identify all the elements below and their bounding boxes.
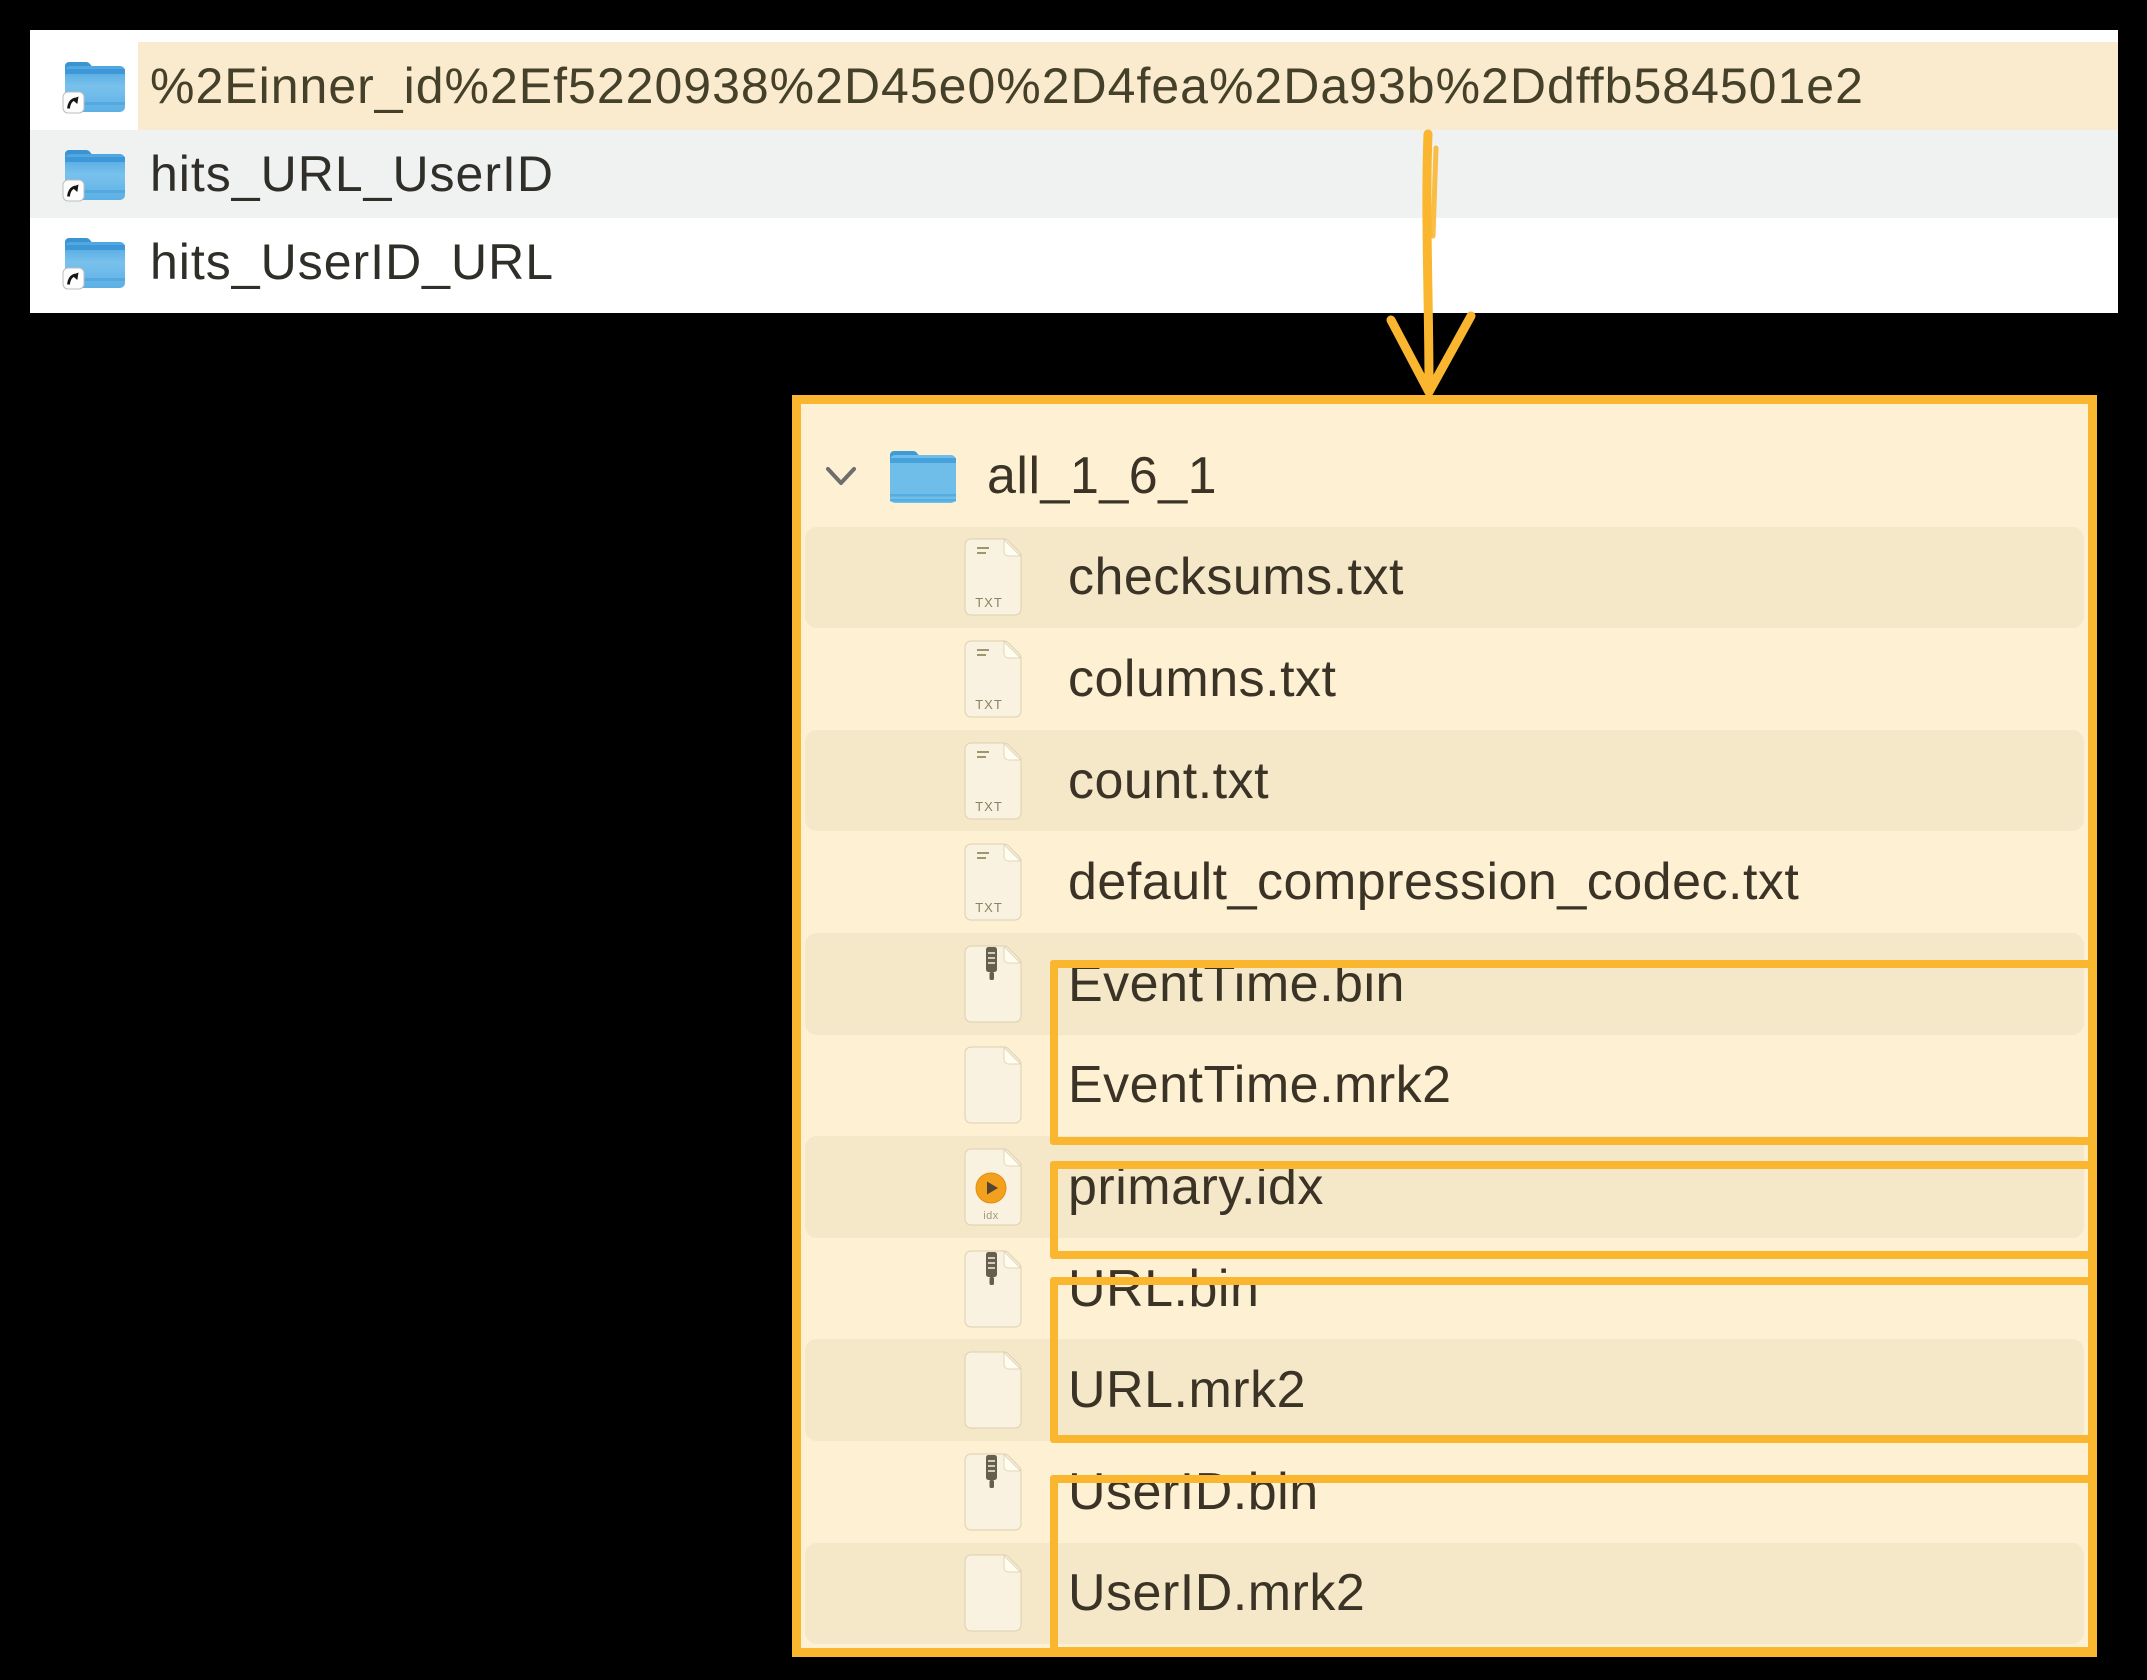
file-name: EventTime.bin [1068,954,1405,1013]
mrk2-file-icon [964,1554,1028,1632]
folder-alias-icon [62,145,128,203]
file-name: checksums.txt [1068,548,1404,607]
file-name: UserID.mrk2 [1068,1564,1366,1623]
tree-rows: all_1_6_1 TXT checksums.txt TXT columns.… [801,404,2088,1645]
tree-file-row[interactable]: TXT columns.txt [805,628,2084,730]
tree-file-row[interactable]: UserID.bin [805,1441,2084,1543]
file-name: UserID.bin [1068,1462,1319,1521]
finder-rows: %2Einner_id%2Ef5220938%2D45e0%2D4fea%2Da… [30,42,2118,306]
tree-root-row[interactable]: all_1_6_1 [805,425,2084,527]
folder-icon [886,445,960,507]
txt-file-icon: TXT [964,741,1028,820]
svg-text:TXT: TXT [975,799,1003,814]
folder-alias-icon [62,233,128,291]
bin-file-icon [964,1249,1028,1328]
mrk2-file-icon [964,1351,1028,1429]
finder-item-name: hits_URL_UserID [150,146,555,202]
svg-text:TXT: TXT [975,595,1003,610]
finder-row[interactable]: %2Einner_id%2Ef5220938%2D45e0%2D4fea%2Da… [30,42,2118,130]
tree-file-row[interactable]: idx primary.idx [805,1136,2084,1238]
chevron-down-icon[interactable] [824,464,858,488]
file-name: default_compression_codec.txt [1068,853,1800,912]
file-name: EventTime.mrk2 [1068,1056,1452,1115]
tree-file-row[interactable]: EventTime.bin [805,932,2084,1035]
file-name: URL.mrk2 [1068,1361,1307,1420]
svg-text:idx: idx [983,1210,999,1222]
svg-text:TXT: TXT [975,900,1003,915]
finder-list-panel: %2Einner_id%2Ef5220938%2D45e0%2D4fea%2Da… [30,30,2118,313]
bin-file-icon [964,945,1028,1023]
tree-file-row[interactable]: EventTime.mrk2 [805,1035,2084,1137]
svg-text:TXT: TXT [975,697,1003,712]
finder-row[interactable]: hits_URL_UserID [30,130,2118,218]
selected-finder-item-name: %2Einner_id%2Ef5220938%2D45e0%2D4fea%2Da… [138,42,2118,130]
tree-file-row[interactable]: URL.bin [805,1238,2084,1340]
txt-file-icon: TXT [964,640,1028,718]
file-name: columns.txt [1068,649,1337,708]
parts-folder-panel: all_1_6_1 TXT checksums.txt TXT columns.… [792,395,2097,1657]
file-name: count.txt [1068,751,1270,810]
mrk2-file-icon [964,1046,1028,1124]
tree-file-row[interactable]: TXT default_compression_codec.txt [805,831,2084,933]
folder-alias-icon [62,57,128,115]
finder-item-name: hits_UserID_URL [150,234,555,290]
file-name: primary.idx [1068,1157,1324,1216]
txt-file-icon: TXT [964,843,1028,921]
bin-file-icon [964,1453,1028,1531]
txt-file-icon: TXT [964,538,1028,616]
finder-row[interactable]: hits_UserID_URL [30,218,2118,306]
idx-file-icon: idx [964,1148,1028,1226]
tree-file-row[interactable]: URL.mrk2 [805,1339,2084,1441]
tree-file-row[interactable]: TXT checksums.txt [805,526,2084,629]
file-name: URL.bin [1068,1259,1260,1318]
tree-file-row[interactable]: UserID.mrk2 [805,1542,2084,1645]
tree-file-row[interactable]: TXT count.txt [805,729,2084,832]
root-folder-name: all_1_6_1 [987,446,1218,505]
